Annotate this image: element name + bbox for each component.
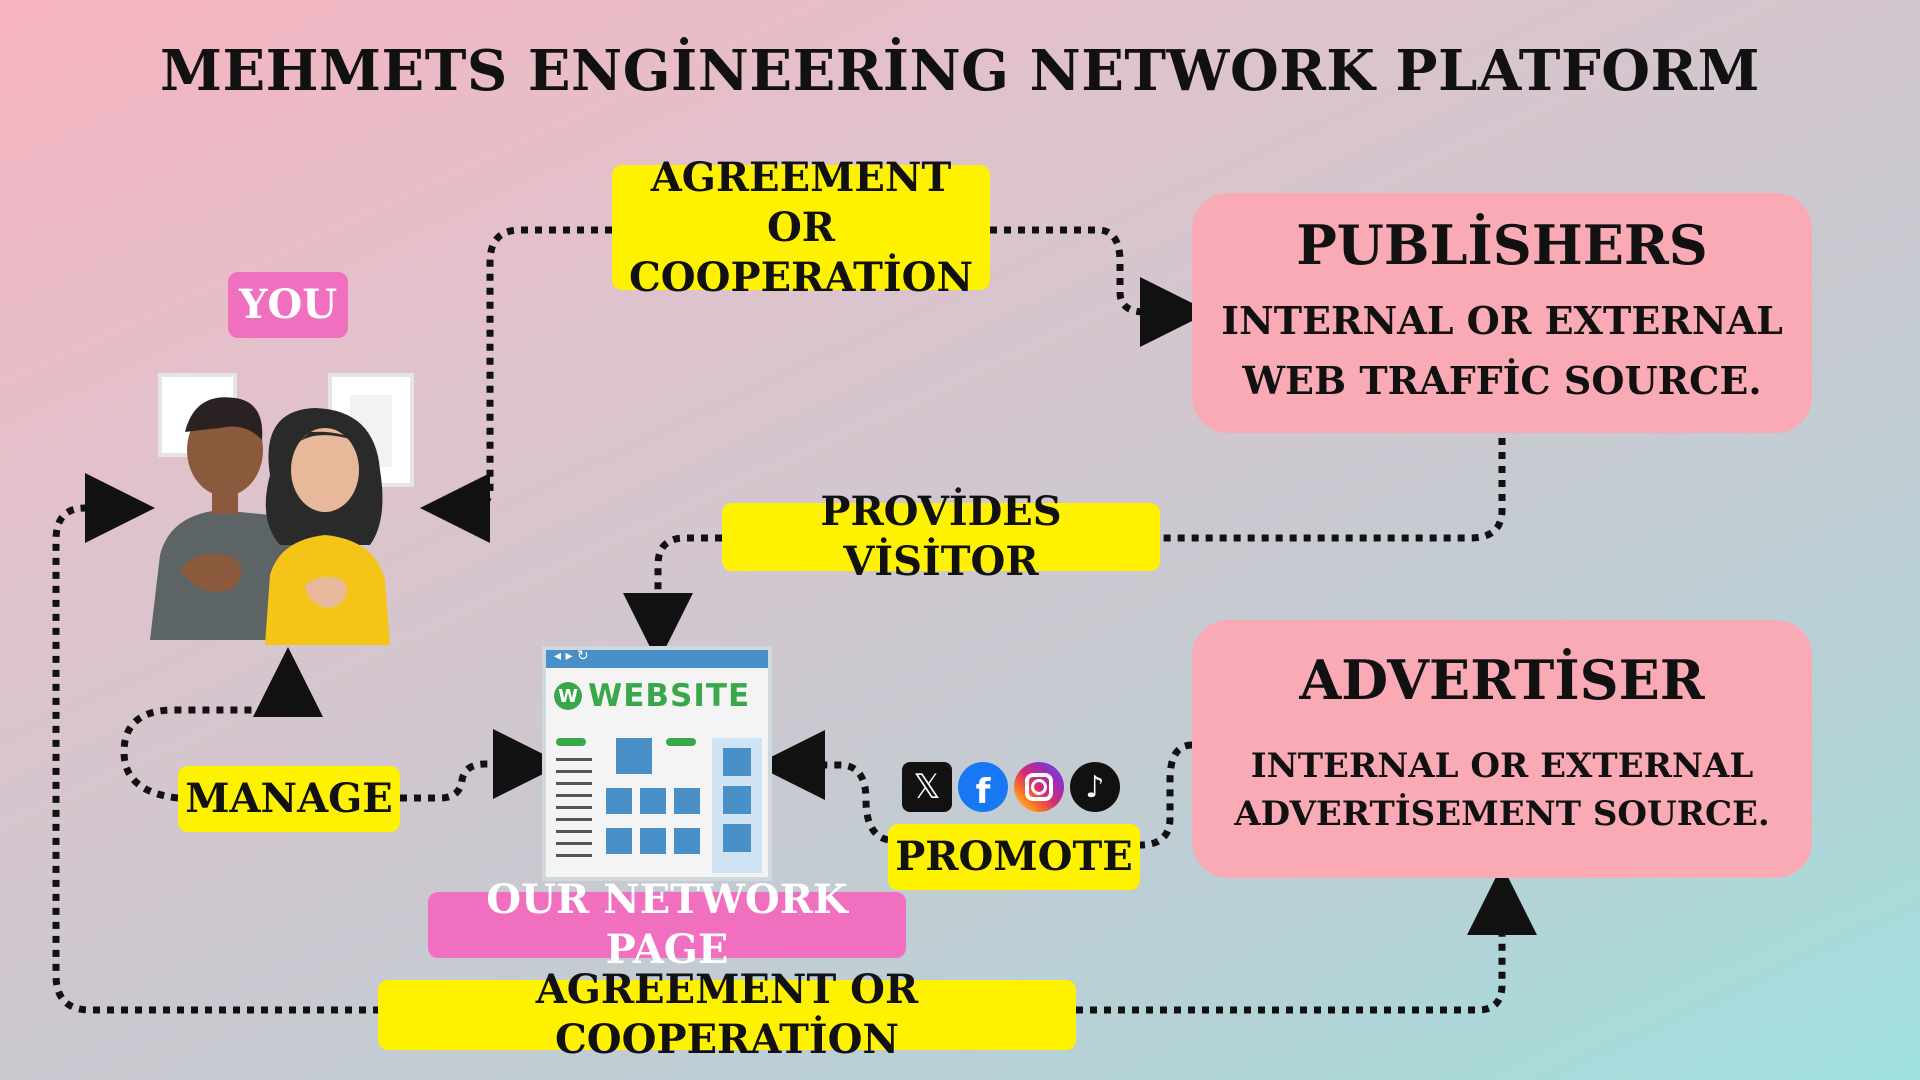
people-illustration <box>150 373 414 645</box>
connector-agreement-to-you-left <box>52 473 380 1014</box>
connector-agreement-to-advertiser <box>1076 865 1537 1014</box>
website-header: W WEBSITE <box>546 668 768 714</box>
website-content <box>556 738 706 868</box>
tiktok-icon: ♪ <box>1070 762 1120 812</box>
x-icon: 𝕏 <box>902 762 952 812</box>
promote-label: PROMOTE <box>888 824 1140 890</box>
advertiser-desc-line2: ADVERTİSEMENT SOURCE. <box>1234 794 1770 834</box>
publishers-heading: PUBLİSHERS <box>1296 213 1708 277</box>
agreement-label-top: AGREEMENT OR COOPERATİON <box>612 154 990 301</box>
connector-promote-to-website <box>755 730 890 844</box>
connector-agreement-to-you <box>420 226 612 543</box>
instagram-icon <box>1014 762 1064 812</box>
browser-toolbar: ◂ ▸ ↻ <box>546 648 768 668</box>
publishers-desc-line2: WEB TRAFFİC SOURCE. <box>1242 358 1762 403</box>
advertiser-heading: ADVERTİSER <box>1299 648 1705 712</box>
connector-manage-to-you <box>120 647 323 802</box>
browser-nav-icon: ◂ ▸ ↻ <box>554 648 589 664</box>
connector-visitor-to-website <box>623 534 722 663</box>
agreement-label-bottom: AGREEMENT OR COOPERATİON <box>378 966 1076 1063</box>
connector-manage-to-website <box>400 729 563 802</box>
website-wordmark: WEBSITE <box>588 678 751 714</box>
publishers-box: PUBLİSHERS INTERNAL OR EXTERNAL WEB TRAF… <box>1192 193 1812 433</box>
you-label: YOU <box>228 272 348 338</box>
advertiser-box: ADVERTİSER INTERNAL OR EXTERNAL ADVERTİS… <box>1192 620 1812 878</box>
page-title: MEHMETS ENGİNEERİNG NETWORK PLATFORM <box>159 38 1761 104</box>
publishers-desc-line1: INTERNAL OR EXTERNAL <box>1221 298 1783 343</box>
manage-label: MANAGE <box>178 766 400 832</box>
connector-agreement-to-publishers <box>990 226 1210 347</box>
connector-advertiser-to-promote <box>1139 741 1193 849</box>
social-icons: 𝕏 f ♪ <box>902 762 1122 816</box>
website-illustration: ◂ ▸ ↻ W WEBSITE <box>542 646 772 881</box>
advertiser-desc-line1: INTERNAL OR EXTERNAL <box>1250 746 1754 786</box>
network-page-label: OUR NETWORK PAGE <box>428 876 906 973</box>
website-logo-icon: W <box>554 682 582 710</box>
provides-visitor-label: PROVİDES VİSİTOR <box>722 488 1160 585</box>
connector-publishers-to-visitor <box>1160 438 1506 542</box>
facebook-icon: f <box>958 762 1008 812</box>
website-sidebar <box>712 738 762 873</box>
